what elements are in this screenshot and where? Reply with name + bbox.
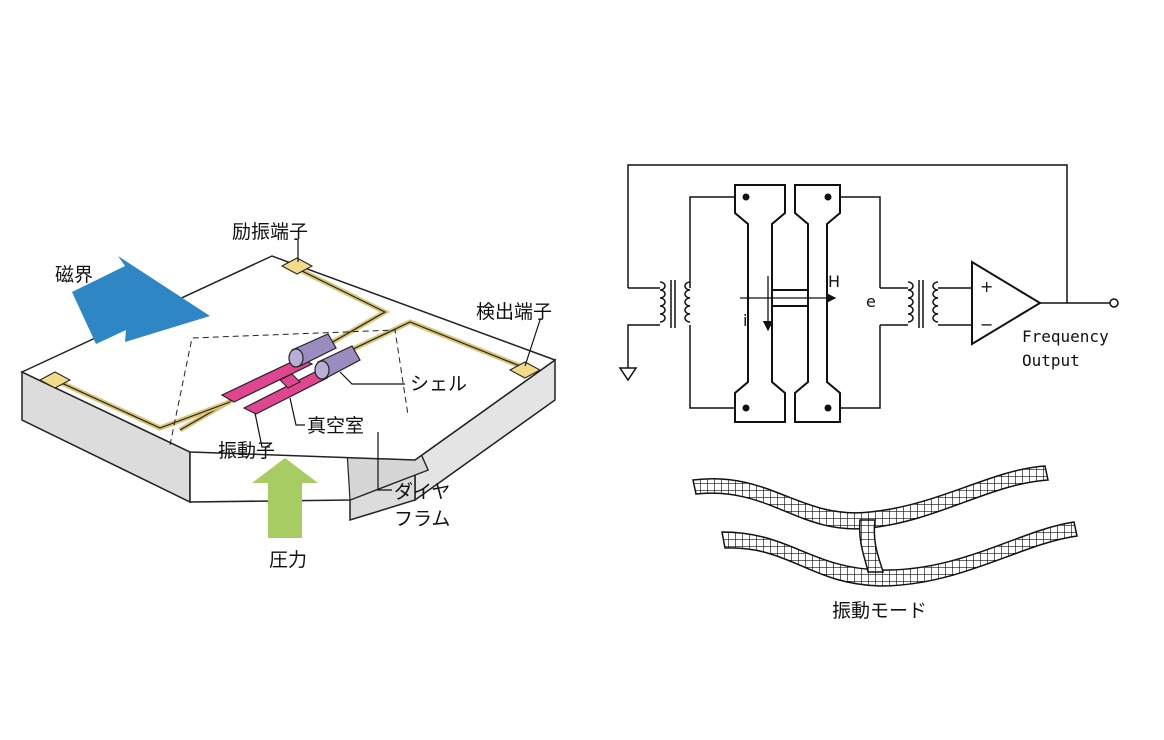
label-output-line1: Frequency <box>1022 327 1109 346</box>
label-magnetic-field: 磁界 <box>55 264 93 286</box>
detection-terminal-pad <box>508 361 542 379</box>
label-H: H <box>828 272 840 291</box>
output-terminal <box>1109 298 1119 308</box>
amplifier-triangle <box>971 260 1042 346</box>
excitation-terminal-pad <box>280 257 314 275</box>
label-diaphragm-line1: ダイヤ <box>394 481 450 503</box>
magnetic-field-arrow <box>72 256 210 344</box>
label-i: i <box>743 311 747 330</box>
leader-lines <box>254 240 541 491</box>
label-vacuum-chamber: 真空室 <box>307 415 364 437</box>
label-plus: + <box>980 277 993 296</box>
label-vibration-mode: 振動モード <box>832 600 927 622</box>
left-transformer <box>659 280 691 328</box>
circuit-wires <box>627 164 1110 409</box>
h-vibrator-structure <box>734 184 841 423</box>
vibration-mode-mesh <box>692 465 1078 587</box>
vibrator <box>220 357 329 415</box>
pressure-arrow <box>252 458 318 538</box>
label-pressure: 圧力 <box>269 549 307 571</box>
label-output-line2: Output <box>1022 351 1080 370</box>
label-vibrator: 振動子 <box>218 440 275 462</box>
right-transformer <box>907 280 939 328</box>
label-diaphragm-line2: フラム <box>394 508 450 530</box>
terminal-pads <box>38 257 542 389</box>
shell <box>288 333 361 380</box>
ground-symbol <box>618 367 638 382</box>
left-terminal-pad <box>38 371 72 389</box>
label-excitation-terminal: 励振端子 <box>232 221 308 243</box>
terminal-dots <box>742 193 832 412</box>
label-shell: シェル <box>410 373 467 395</box>
dashed-guides <box>169 329 409 446</box>
label-minus: − <box>980 315 993 334</box>
label-e: e <box>866 292 876 311</box>
label-detection-terminal: 検出端子 <box>476 301 552 323</box>
